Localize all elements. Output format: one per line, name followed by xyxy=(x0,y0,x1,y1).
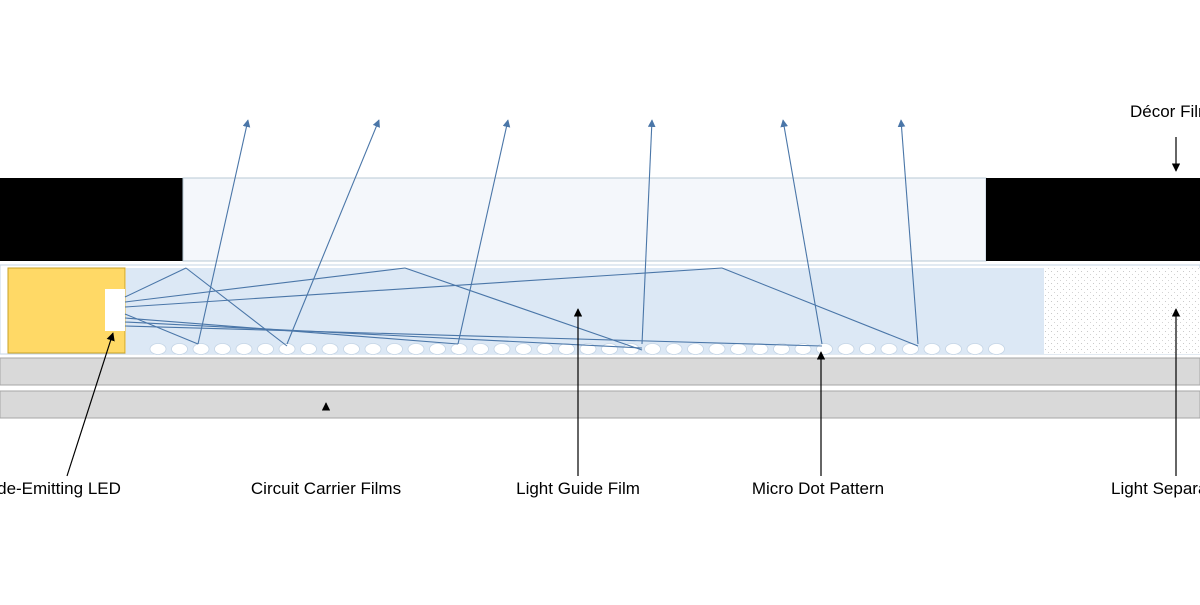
circuit-carrier-films xyxy=(0,357,1200,419)
micro-dot xyxy=(192,343,210,355)
label-micro-dot-pattern: Micro Dot Pattern xyxy=(752,479,884,498)
micro-dot xyxy=(536,343,554,355)
micro-dot xyxy=(558,343,575,355)
micro-dot xyxy=(515,343,532,355)
micro-dot xyxy=(730,343,747,355)
micro-dot xyxy=(386,343,403,355)
micro-dot xyxy=(300,343,317,355)
micro-dot xyxy=(773,343,790,355)
ray-led-to-top-3 xyxy=(124,267,723,308)
label-circuit-carrier-films: Circuit Carrier Films xyxy=(251,479,401,498)
ray-led-to-top-2 xyxy=(124,267,406,303)
micro-dot xyxy=(343,343,360,355)
ray-reflect-3 xyxy=(721,267,919,347)
label-light-separator: Light Separator xyxy=(1111,479,1200,498)
decor-film-layer xyxy=(0,177,1200,262)
micro-dot xyxy=(644,343,661,355)
decor-film-left-black xyxy=(0,178,183,261)
micro-dot xyxy=(429,343,446,355)
circuit-carrier-film-top xyxy=(0,357,1200,386)
micro-dot xyxy=(450,343,468,355)
ray-exit-4 xyxy=(641,119,656,345)
micro-dot xyxy=(214,343,231,355)
micro-dot xyxy=(171,343,188,355)
callout-pointers xyxy=(66,137,1181,477)
ray-led-to-top-1 xyxy=(124,267,187,298)
micro-dot xyxy=(966,343,984,355)
ray-exit-1 xyxy=(197,119,251,345)
side-emitting-led xyxy=(7,267,126,354)
label-light-guide-film: Light Guide Film xyxy=(516,479,640,498)
ray-reflect-2 xyxy=(404,267,643,351)
ray-exit-6 xyxy=(897,119,919,345)
micro-dot xyxy=(235,343,253,355)
micro-dot xyxy=(579,343,597,355)
micro-dot xyxy=(837,343,855,355)
micro-dot xyxy=(149,343,167,355)
micro-dot xyxy=(923,343,941,355)
ray-led-to-dots-4 xyxy=(124,325,823,347)
micro-dot xyxy=(794,343,812,355)
micro-dot xyxy=(407,343,425,355)
micro-dot xyxy=(665,343,683,355)
micro-dot xyxy=(945,343,962,355)
micro-dot xyxy=(493,343,511,355)
led-emitter xyxy=(105,289,125,331)
micro-dot-pattern xyxy=(149,343,1005,355)
circuit-carrier-film-bottom xyxy=(0,390,1200,419)
ray-exit-2 xyxy=(286,119,380,345)
decor-film-window xyxy=(182,177,987,262)
ray-led-to-dots-3 xyxy=(124,321,643,349)
micro-dot xyxy=(880,343,898,355)
micro-dot xyxy=(321,343,339,355)
micro-dot xyxy=(622,343,640,355)
ray-exit-5 xyxy=(780,119,823,345)
light-guide-row xyxy=(0,264,1200,355)
micro-dot xyxy=(708,343,726,355)
label-decor-film: Décor Film xyxy=(1130,102,1200,121)
micro-dot xyxy=(257,343,274,355)
micro-dot xyxy=(472,343,489,355)
light-rays xyxy=(124,119,919,351)
micro-dot xyxy=(859,343,876,355)
micro-dot xyxy=(601,343,618,355)
micro-dot xyxy=(687,343,704,355)
ray-reflect-1 xyxy=(185,267,288,347)
labels: Décor Film Side-Emitting LED Circuit Car… xyxy=(0,102,1200,498)
micro-dot xyxy=(988,343,1005,355)
micro-dot xyxy=(816,343,833,355)
pointer-led xyxy=(66,332,115,477)
micro-dot xyxy=(364,343,382,355)
micro-dot xyxy=(278,343,296,355)
label-side-emitting-led: Side-Emitting LED xyxy=(0,479,121,498)
decor-film-right-black xyxy=(986,178,1200,261)
micro-dot xyxy=(751,343,769,355)
ray-exit-3 xyxy=(457,119,511,345)
